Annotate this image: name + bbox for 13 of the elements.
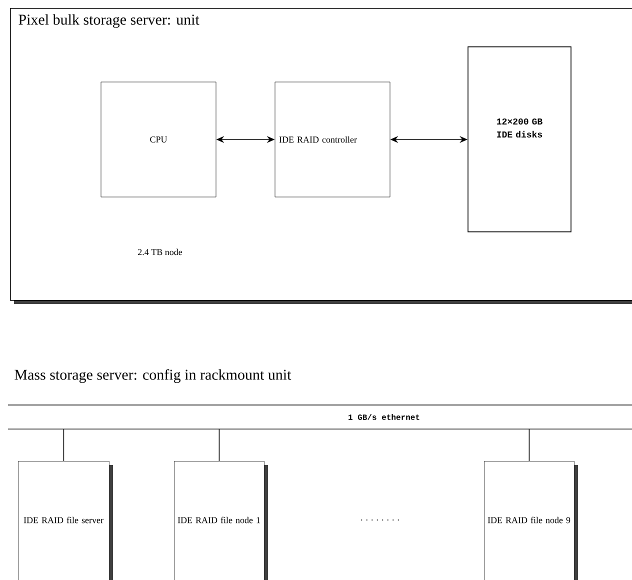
file-server-box: IDE RAID file node 9	[484, 461, 578, 580]
ellipsis-dots: . . . . . . . .	[361, 519, 399, 521]
component-box: IDE RAID controller	[274, 82, 390, 198]
node-caption: 2.4 TB node	[138, 248, 182, 256]
ethernet-bus: 1 GB/s ethernet	[8, 404, 632, 430]
file-server-box: IDE RAID file node 1	[174, 461, 268, 580]
component-box: CPU	[100, 82, 216, 198]
disk-cylinder: 12×200 GB IDE disks	[468, 46, 572, 232]
connector-line	[63, 428, 64, 462]
connector-line	[528, 428, 530, 462]
connector-line	[218, 428, 220, 462]
file-server-box: IDE RAID file server	[18, 461, 113, 580]
section-heading: Mass storage server: config in rackmount unit	[14, 369, 292, 383]
